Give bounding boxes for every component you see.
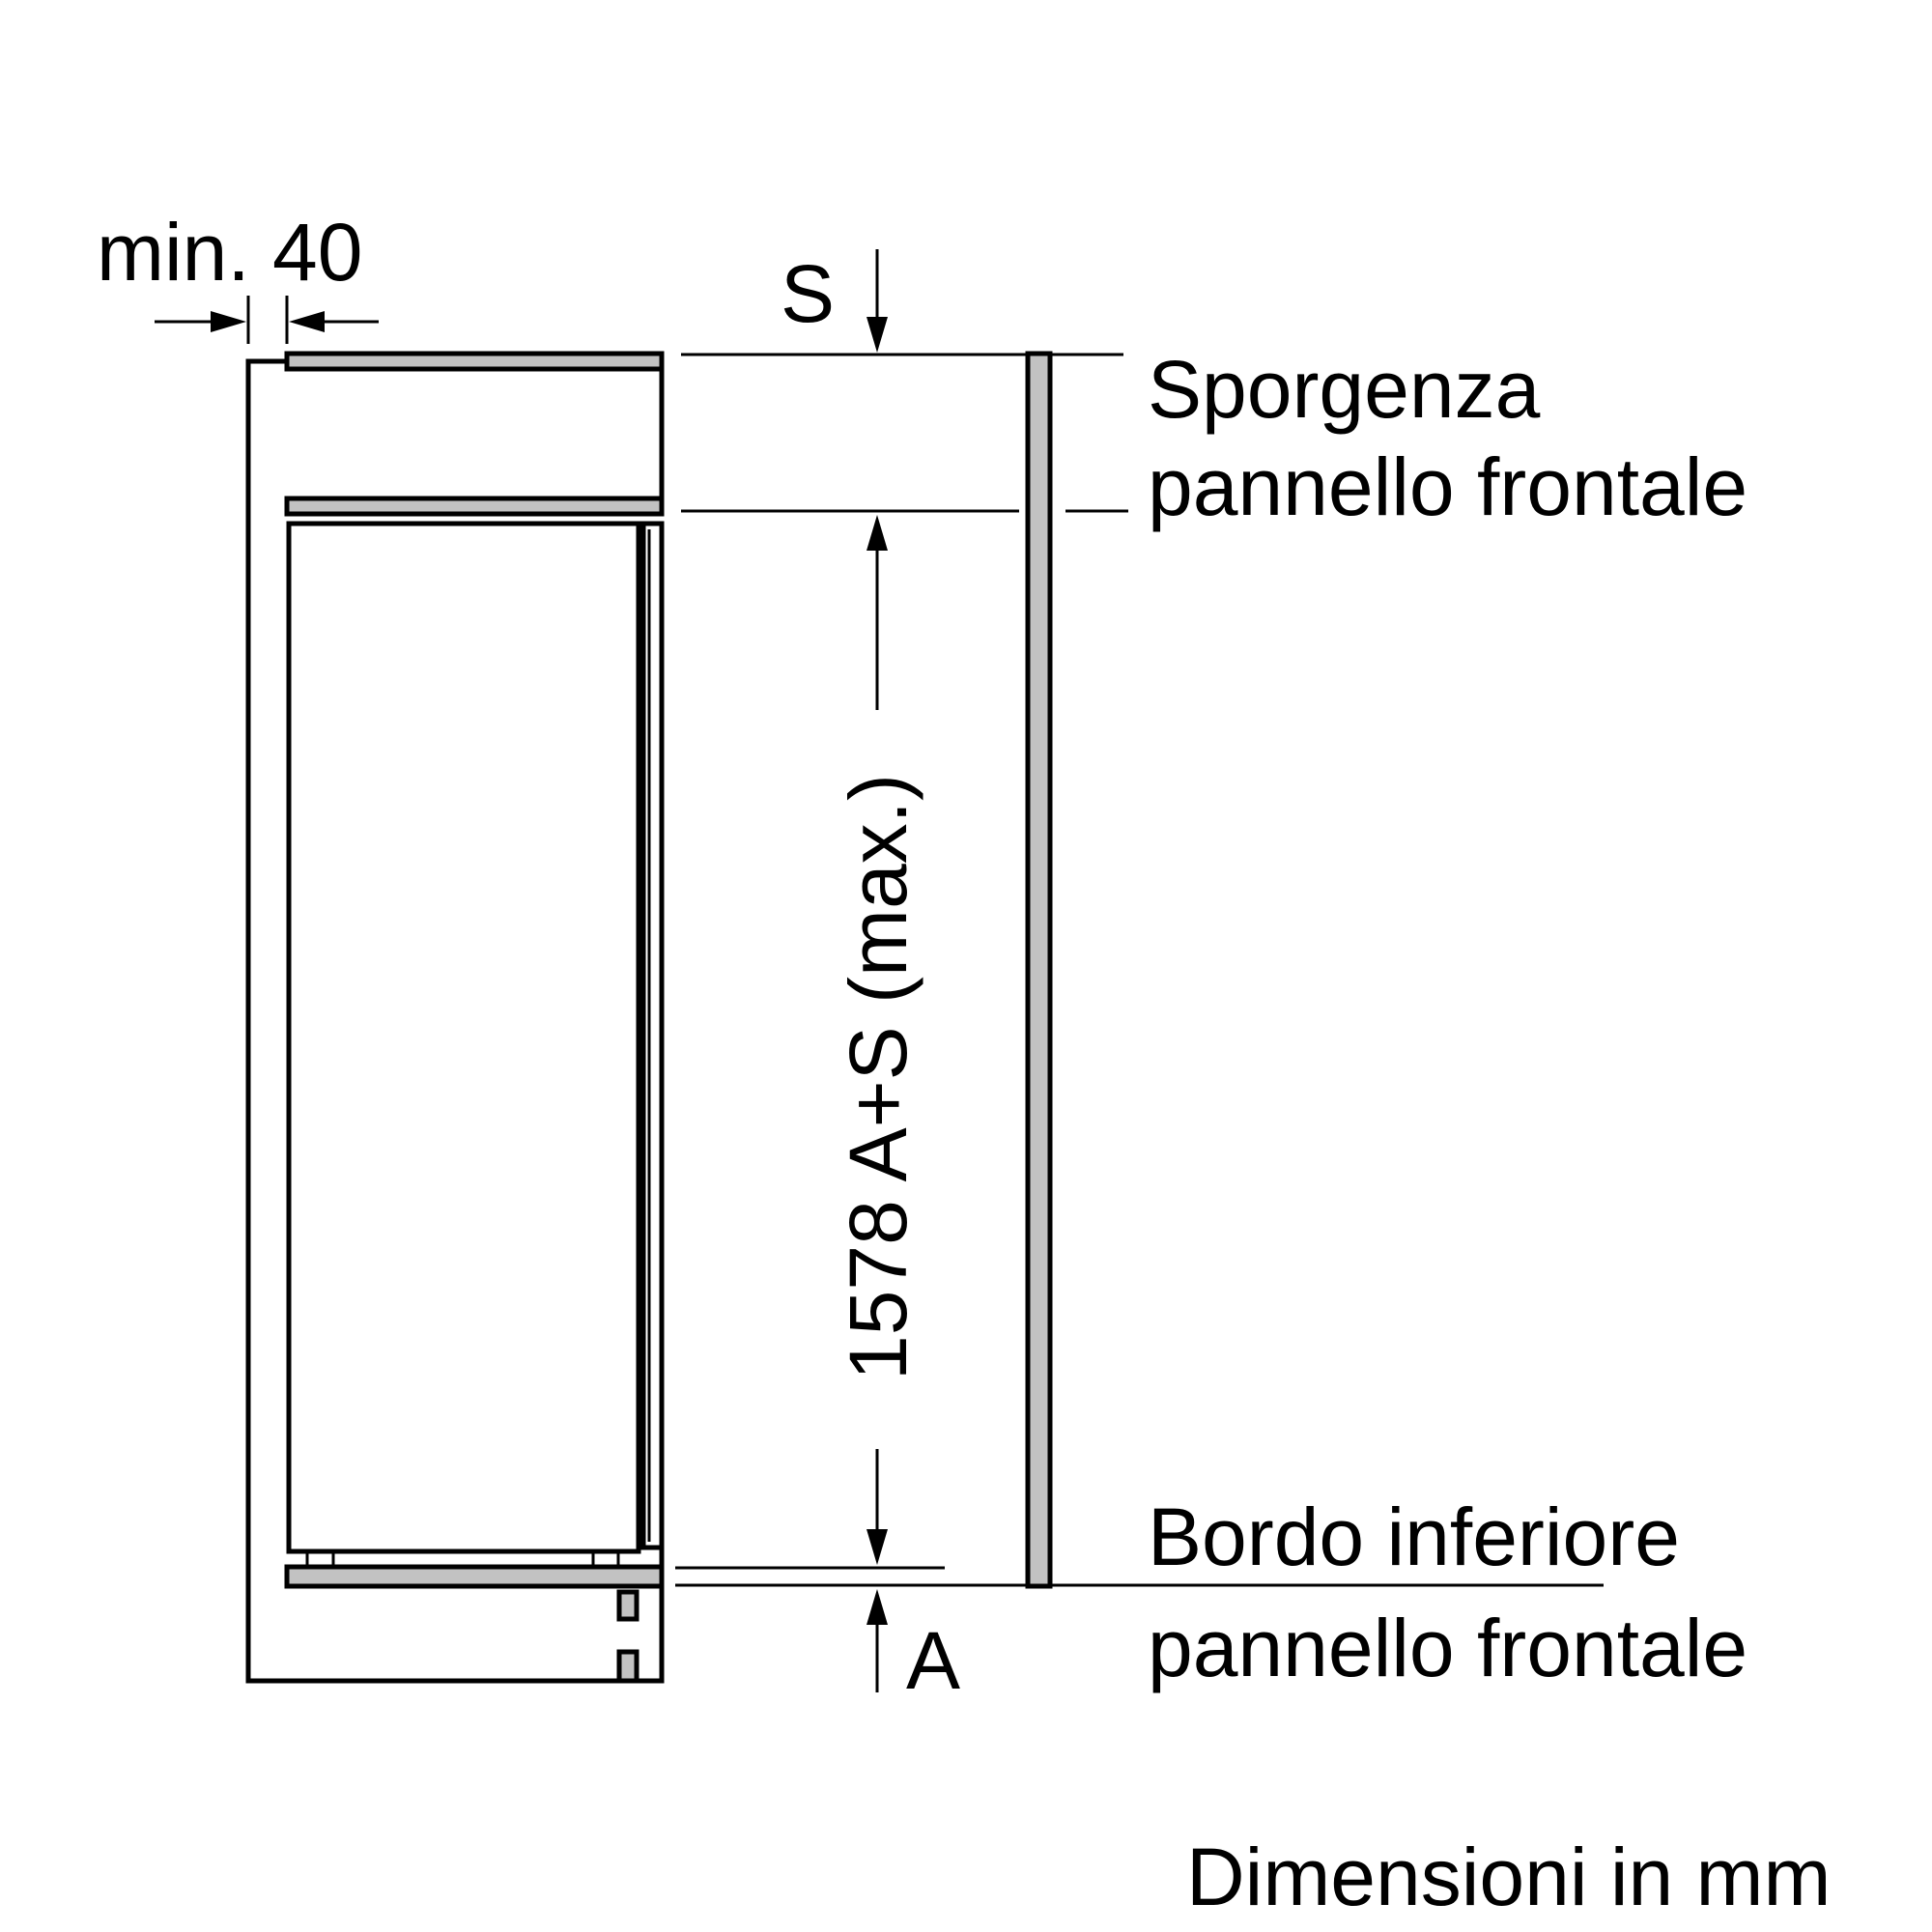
niche-outline [245,358,665,1684]
top-label-line1: Sporgenza [1148,344,1541,435]
s-marker-label: S [781,248,835,339]
bottom-label-line2: pannello frontale [1148,1603,1747,1693]
bottom-label-line1: Bordo inferiore [1148,1492,1680,1582]
appliance-body [286,521,665,1567]
cabinet-niche [245,358,665,1684]
height-dimension-label: 1578 A+S (max.) [833,774,923,1380]
units-note: Dimensioni in mm [1186,1832,1832,1922]
a-marker-label: A [906,1615,960,1706]
upper-shelf-board [284,496,665,517]
appliance-door-edge [640,521,665,1550]
bottom-shelf-board [284,1564,665,1589]
min-gap-arrow-right-icon [289,311,325,332]
plinth-block-lower [616,1649,639,1684]
min-gap-arrow-left-icon [211,311,246,332]
height-arrow-up-icon [867,515,888,551]
top-shelf-board [284,351,665,372]
height-arrow-down-icon [867,1529,888,1565]
front-panel [1025,351,1053,1589]
top-label-line2: pannello frontale [1148,441,1747,532]
appliance-cabinet [286,521,641,1554]
s-arrow-down-icon [867,317,888,353]
plinth-block-upper [616,1589,639,1622]
a-arrow-up-icon [867,1589,888,1625]
min-gap-dimension [155,296,379,344]
min-gap-label: min. 40 [97,207,362,298]
height-dimension [867,515,888,1565]
